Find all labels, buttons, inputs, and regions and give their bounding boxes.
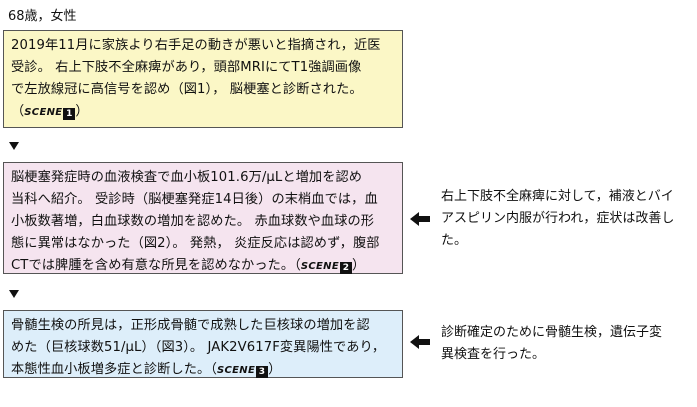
box-3-line: めた（巨核球数51/μL）（図3）。 JAK2V617F変異陽性であり， — [11, 340, 386, 355]
box-2-line: 小板数著増，白血球数の増加を認めた。 赤血球数や血球の形 — [11, 214, 375, 229]
scene-close-paren: ） — [351, 258, 366, 273]
note-line: 異検査を行った。 — [441, 347, 546, 362]
scene-number-badge: 2 — [339, 262, 352, 274]
box-1-line: 2019年11月に家族より右手足の動きが悪いと指摘され，近医 — [11, 38, 381, 53]
note-line: アスピリン内服が行われ，症状は改善し — [441, 211, 675, 226]
scene-close-paren: ） — [268, 362, 282, 377]
left-arrow-icon — [410, 335, 430, 349]
down-triangle-icon — [9, 142, 19, 150]
box-1-line: で左放線冠に高信号を認め（図1）， 脳梗塞と診断された。 — [11, 82, 363, 97]
note-line: た。 — [441, 233, 468, 248]
scene-number-badge: 3 — [256, 366, 269, 378]
box-2-line: 当科へ紹介。 受診時（脳梗塞発症14日後）の末梢血では，血 — [11, 192, 378, 207]
scene-number-badge: 1 — [63, 108, 76, 120]
box-2-line: 脳梗塞発症時の血液検査で血小板101.6万/μLと増加を認め — [11, 170, 363, 185]
scene-label: SCENE — [217, 365, 256, 376]
case-box-3: 骨髄生検の所見は，正形成骨髄で成熟した巨核球の増加を認 めた（巨核球数51/μL… — [3, 310, 403, 378]
box-3-line: 骨髄生検の所見は，正形成骨髄で成熟した巨核球の増加を認 — [11, 318, 370, 333]
down-triangle-icon — [9, 290, 19, 298]
note-line: 診断確定のために骨髄生検，遺伝子変 — [441, 325, 663, 340]
case-box-1: 2019年11月に家族より右手足の動きが悪いと指摘され，近医 受診。 右上下肢不… — [3, 30, 403, 128]
patient-header: 68歳，女性 — [8, 9, 77, 24]
case-box-2: 脳梗塞発症時の血液検査で血小板101.6万/μLと増加を認め 当科へ紹介。 受診… — [3, 162, 403, 274]
note-line: 右上下肢不全麻痺に対して，補液とバイ — [441, 189, 674, 204]
box-1-line: 受診。 右上下肢不全麻痺があり，頭部MRIにてT1強調画像 — [11, 60, 362, 75]
box-2-last-line: CTでは脾腫を含め有意な所見を認めなかった。（ — [11, 258, 301, 273]
scene-label: SCENE — [300, 261, 339, 272]
left-arrow-icon — [410, 212, 430, 226]
scene-open-paren: （ — [11, 104, 25, 119]
scene-label: SCENE — [24, 107, 63, 118]
box-3-last-line: 本態性血小板増多症と診断した。（ — [11, 362, 217, 377]
diagnosis-note: 診断確定のために骨髄生検，遺伝子変 異検査を行った。 — [441, 322, 691, 366]
box-2-line: 態に異常はなかった（図2）。 発熱， 炎症反応は認めず，腹部 — [11, 236, 380, 251]
scene-close-paren: ） — [75, 104, 89, 119]
treatment-note: 右上下肢不全麻痺に対して，補液とバイ アスピリン内服が行われ，症状は改善し た。 — [441, 186, 691, 252]
